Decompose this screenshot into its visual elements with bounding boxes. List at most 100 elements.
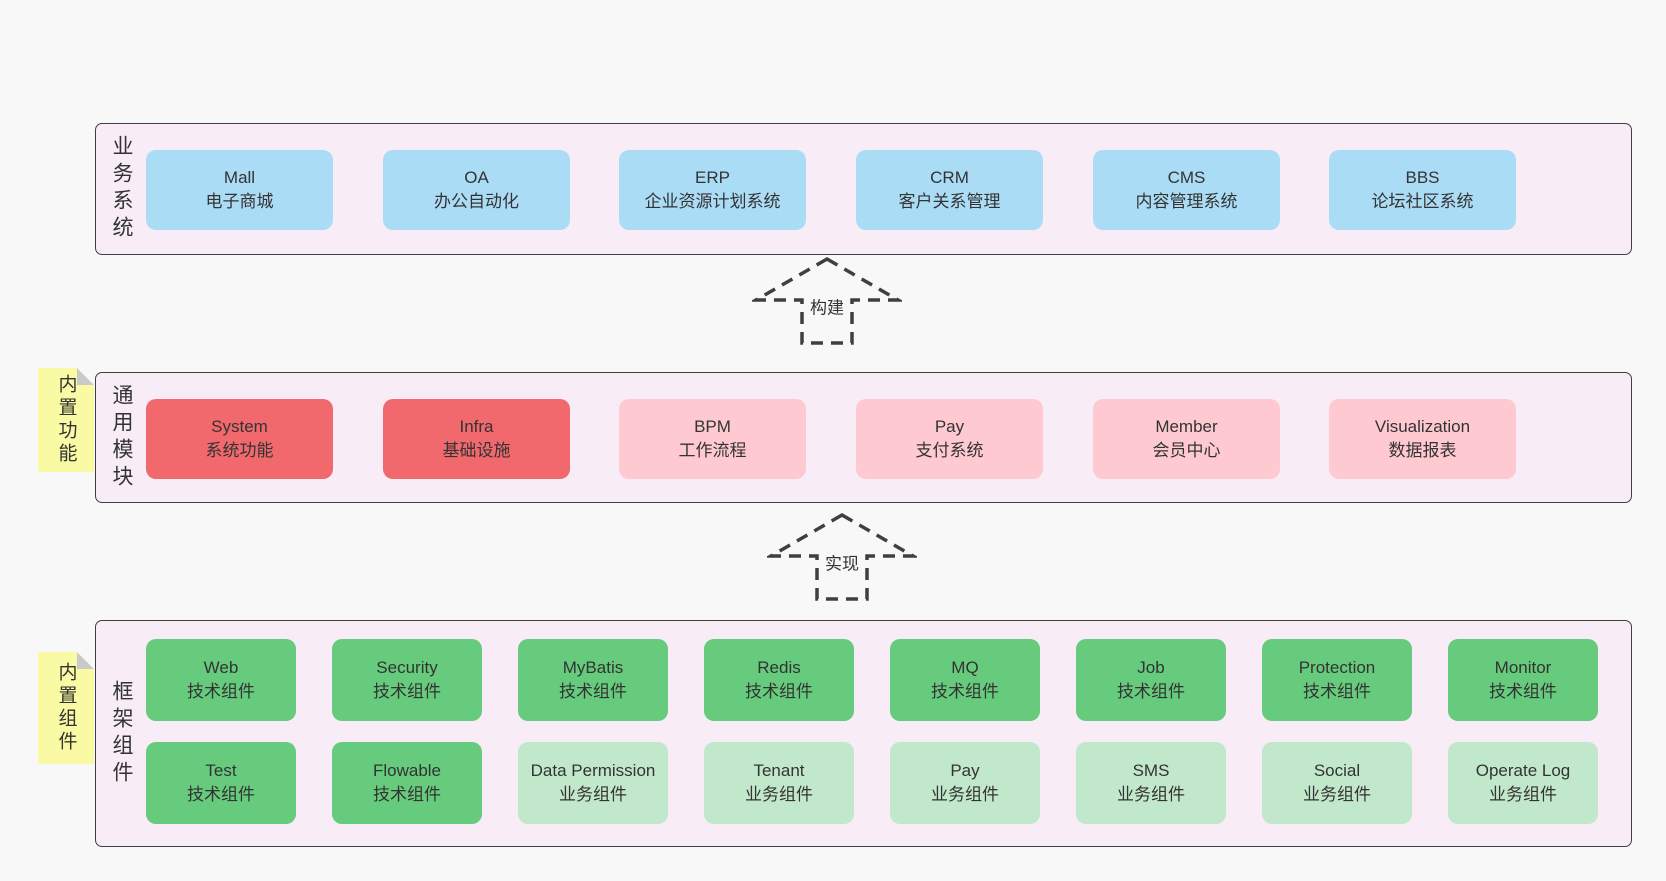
box-subtitle: 业务组件	[1303, 785, 1371, 804]
box-title: Test	[205, 760, 237, 780]
box-crm: CRM 客户关系管理	[856, 150, 1043, 230]
box-title: Protection	[1298, 657, 1376, 677]
band-business-systems: 业务系统 Mall 电子商城 OA 办公自动化 ERP 企业资源计划系统 CRM…	[95, 123, 1632, 255]
box-erp: ERP 企业资源计划系统	[619, 150, 806, 230]
box-subtitle: 会员中心	[1152, 441, 1221, 460]
box-visualization: Visualization 数据报表	[1329, 399, 1516, 479]
sticky-note-text: 内置组件	[55, 662, 77, 754]
band-common-modules: 通用模块 System 系统功能 Infra 基础设施 BPM 工作流程 Pay…	[95, 372, 1632, 503]
box-system: System 系统功能	[146, 399, 333, 479]
box-operate-log: Operate Log 业务组件	[1448, 742, 1598, 824]
box-subtitle: 技术组件	[187, 682, 255, 701]
box-title: Tenant	[753, 760, 805, 780]
box-pay-business: Pay 业务组件	[890, 742, 1040, 824]
sticky-note-text: 内置功能	[55, 374, 77, 466]
box-title: Web	[203, 657, 239, 677]
box-test: Test 技术组件	[146, 742, 296, 824]
folded-corner-icon	[77, 652, 94, 669]
box-mybatis: MyBatis 技术组件	[518, 639, 668, 721]
box-cms: CMS 内容管理系统	[1093, 150, 1280, 230]
box-mall: Mall 电子商城	[146, 150, 333, 230]
box-title: Visualization	[1374, 416, 1471, 436]
box-security: Security 技术组件	[332, 639, 482, 721]
box-member: Member 会员中心	[1093, 399, 1280, 479]
box-subtitle: 数据报表	[1388, 441, 1457, 460]
box-subtitle: 业务组件	[931, 785, 999, 804]
box-subtitle: 业务组件	[1117, 785, 1185, 804]
box-subtitle: 技术组件	[1489, 682, 1557, 701]
box-bpm: BPM 工作流程	[619, 399, 806, 479]
box-subtitle: 基础设施	[442, 441, 511, 460]
box-title: SMS	[1132, 760, 1170, 780]
box-subtitle: 业务组件	[559, 785, 627, 804]
box-title: CMS	[1167, 167, 1206, 187]
dashed-up-arrow-icon	[752, 256, 902, 345]
box-subtitle: 业务组件	[1489, 785, 1557, 804]
box-tenant: Tenant 业务组件	[704, 742, 854, 824]
box-subtitle: 客户关系管理	[898, 192, 1001, 211]
box-subtitle: 内容管理系统	[1135, 192, 1238, 211]
box-sms: SMS 业务组件	[1076, 742, 1226, 824]
arrow-implement: 实现	[767, 512, 917, 602]
band-label-framework: 框架组件	[102, 621, 140, 846]
arrow-implement-label: 实现	[822, 548, 862, 576]
box-infra: Infra 基础设施	[383, 399, 570, 479]
box-subtitle: 支付系统	[915, 441, 984, 460]
box-title: Job	[1137, 657, 1165, 677]
box-title: CRM	[930, 167, 969, 187]
box-redis: Redis 技术组件	[704, 639, 854, 721]
box-title: BPM	[694, 416, 731, 436]
box-subtitle: 业务组件	[745, 785, 813, 804]
folded-corner-icon	[77, 368, 94, 385]
box-title: Flowable	[372, 760, 442, 780]
box-subtitle: 技术组件	[1303, 682, 1371, 701]
box-title: ERP	[695, 167, 730, 187]
box-title: OA	[464, 167, 489, 187]
box-subtitle: 技术组件	[373, 785, 441, 804]
box-bbs: BBS 论坛社区系统	[1329, 150, 1516, 230]
box-title: Security	[376, 657, 438, 677]
box-subtitle: 技术组件	[559, 682, 627, 701]
box-title: BBS	[1405, 167, 1440, 187]
band-framework-components: 框架组件 Web 技术组件 Security 技术组件 MyBatis 技术组件…	[95, 620, 1632, 847]
box-title: Social	[1313, 760, 1361, 780]
box-title: Mall	[223, 167, 256, 187]
box-web: Web 技术组件	[146, 639, 296, 721]
box-mq: MQ 技术组件	[890, 639, 1040, 721]
sticky-note-built-in-components: 内置组件	[38, 652, 94, 764]
box-subtitle: 办公自动化	[434, 192, 519, 211]
box-title: MyBatis	[562, 657, 624, 677]
box-subtitle: 企业资源计划系统	[644, 192, 781, 211]
box-subtitle: 论坛社区系统	[1371, 192, 1474, 211]
box-title: Pay	[934, 416, 965, 436]
box-subtitle: 技术组件	[373, 682, 441, 701]
box-flowable: Flowable 技术组件	[332, 742, 482, 824]
box-job: Job 技术组件	[1076, 639, 1226, 721]
box-subtitle: 技术组件	[1117, 682, 1185, 701]
box-title: Operate Log	[1475, 760, 1571, 780]
box-monitor: Monitor 技术组件	[1448, 639, 1598, 721]
box-subtitle: 工作流程	[678, 441, 747, 460]
sticky-note-built-in-features: 内置功能	[38, 368, 94, 472]
box-title: Redis	[757, 657, 801, 677]
box-title: Member	[1155, 416, 1218, 436]
band-label-modules: 通用模块	[102, 373, 140, 502]
band-label-business: 业务系统	[102, 124, 140, 254]
band-label-text: 通用模块	[110, 383, 133, 492]
box-subtitle: 技术组件	[187, 785, 255, 804]
box-title: Monitor	[1494, 657, 1552, 677]
box-data-permission: Data Permission 业务组件	[518, 742, 668, 824]
box-title: Data Permission	[530, 760, 656, 780]
dashed-up-arrow-icon	[767, 512, 917, 601]
box-subtitle: 技术组件	[745, 682, 813, 701]
box-pay: Pay 支付系统	[856, 399, 1043, 479]
box-title: Infra	[459, 416, 494, 436]
box-protection: Protection 技术组件	[1262, 639, 1412, 721]
box-subtitle: 电子商城	[205, 192, 274, 211]
box-oa: OA 办公自动化	[383, 150, 570, 230]
band-label-text: 业务系统	[110, 135, 133, 243]
arrow-build-label: 构建	[807, 292, 847, 320]
box-title: MQ	[951, 657, 979, 677]
box-title: System	[211, 416, 268, 436]
band-label-text: 框架组件	[110, 679, 133, 788]
